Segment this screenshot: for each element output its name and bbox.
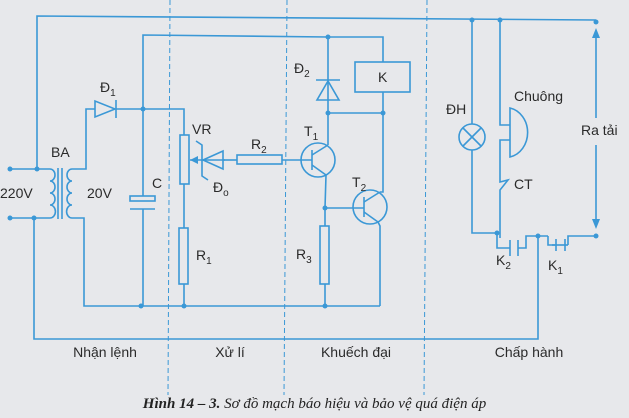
label-20v: 20V — [87, 185, 113, 201]
transistor-t2 — [352, 189, 388, 225]
capacitor-c — [129, 195, 156, 202]
wire — [499, 20, 510, 126]
label-r2: R2 — [251, 136, 267, 156]
supply-wire — [142, 34, 384, 109]
wire — [471, 150, 497, 234]
bottom-return-wire — [33, 218, 539, 340]
terminal — [7, 215, 13, 221]
caption-text: Sơ đồ mạch báo hiệu và bảo vệ quá điện á… — [220, 396, 487, 412]
label-d2: Đ2 — [294, 60, 310, 80]
diode-d2 — [315, 79, 341, 101]
label-ra-tai: Ra tải — [581, 122, 618, 138]
resistor-r2 — [236, 154, 283, 165]
wire-d1-vr — [116, 108, 185, 135]
section-xu-li: Xử lí — [215, 344, 245, 360]
wire — [567, 235, 596, 245]
label-k: K — [378, 69, 388, 85]
bell-chuong — [509, 106, 529, 159]
terminal — [7, 166, 13, 172]
zener-diode-d0 — [190, 140, 225, 181]
label-dh: ĐH — [446, 101, 466, 117]
ground-rail — [72, 217, 380, 307]
label-t2: T2 — [352, 174, 367, 194]
section-nhan-lenh: Nhận lệnh — [73, 344, 137, 360]
transistor-t1 — [300, 142, 336, 178]
transformer-ba — [49, 168, 73, 219]
label-vr: VR — [192, 121, 211, 137]
potentiometer-vr — [179, 134, 190, 185]
wire — [380, 113, 384, 193]
label-r1: R1 — [196, 247, 212, 267]
label-ba: BA — [51, 144, 70, 160]
junction — [325, 110, 331, 116]
label-220v: 220V — [0, 185, 33, 201]
terminal — [593, 19, 599, 25]
label-c: C — [152, 175, 162, 191]
figure-caption: Hình 14 – 3. Sơ đồ mạch báo hiệu và bảo … — [0, 396, 629, 413]
lamp-dh — [458, 123, 486, 151]
wire — [547, 236, 555, 246]
divider-3 — [423, 0, 428, 396]
wire — [496, 233, 510, 249]
label-chuong: Chuông — [514, 88, 563, 104]
top-rail-wire — [36, 15, 597, 169]
output-arrow — [592, 28, 600, 229]
resistor-r3 — [319, 225, 330, 285]
wire — [377, 221, 381, 306]
junction — [322, 303, 328, 309]
resistor-r1 — [178, 227, 189, 285]
diode-d1 — [94, 99, 118, 119]
label-t1: T1 — [304, 123, 319, 143]
secondary-wire — [72, 108, 95, 170]
caption-number: Hình 14 – 3. — [142, 396, 221, 412]
label-ct: CT — [514, 176, 533, 192]
junction — [325, 34, 331, 40]
junction — [34, 166, 40, 172]
switch-ct — [499, 139, 511, 238]
divider-2 — [283, 0, 288, 396]
label-d0: Đo — [213, 179, 229, 199]
junction — [535, 233, 541, 239]
wire — [324, 174, 327, 226]
label-k1: K1 — [548, 257, 563, 277]
wire — [518, 235, 548, 249]
junction — [181, 303, 187, 309]
terminal — [593, 233, 599, 239]
section-khuech-dai: Khuếch đại — [321, 344, 391, 360]
label-k2: K2 — [496, 252, 511, 272]
divider-1 — [167, 0, 171, 396]
label-d1: Đ1 — [100, 79, 116, 99]
label-r3: R3 — [296, 246, 312, 266]
section-chap-hanh: Chấp hành — [495, 344, 564, 360]
junction — [138, 303, 144, 309]
